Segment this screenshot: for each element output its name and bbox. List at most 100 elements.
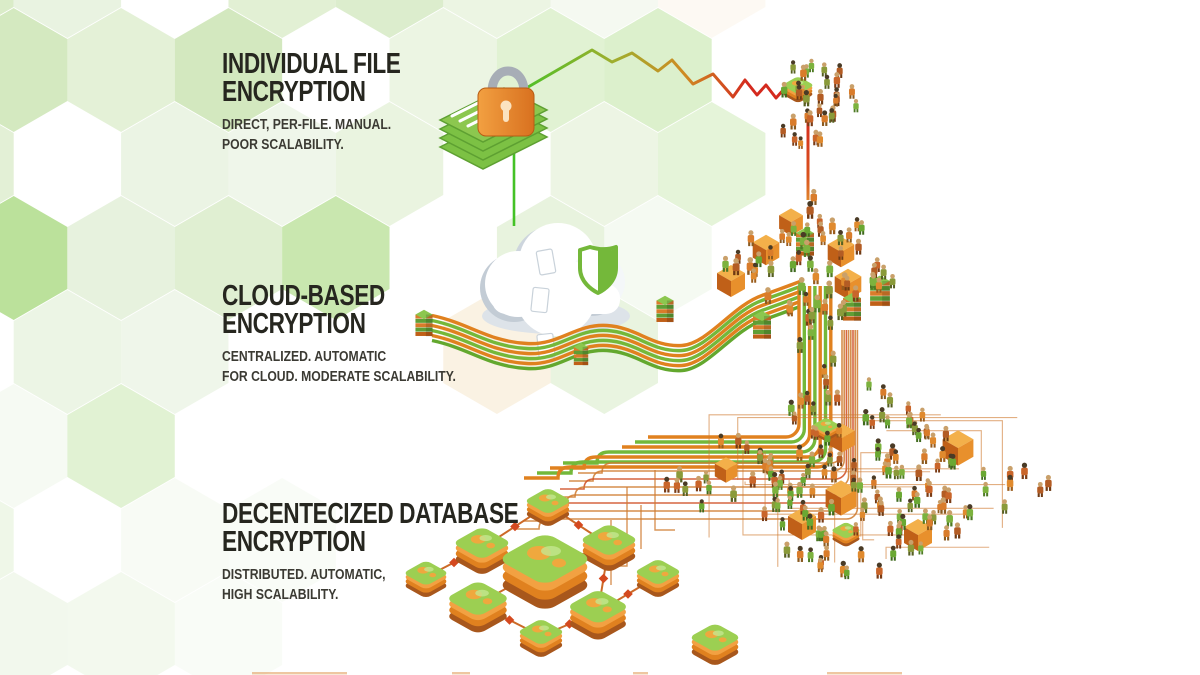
database-network-icon: [405, 489, 739, 665]
person-icon: [858, 220, 865, 235]
person-icon: [834, 389, 841, 406]
person-icon: [833, 72, 841, 88]
person-icon: [1001, 499, 1008, 514]
person-icon: [823, 531, 830, 547]
data-cube-icon: [904, 519, 932, 551]
person-icon: [892, 449, 899, 464]
wave-data-stripes: [431, 279, 801, 373]
person-icon: [823, 545, 830, 561]
person-icon: [838, 246, 844, 260]
section-description: CENTRALIZED. AUTOMATIC FOR CLOUD. MODERA…: [222, 347, 456, 387]
padlock-files-icon: [438, 66, 549, 170]
person-icon: [807, 324, 814, 340]
database-node-icon: [636, 560, 680, 597]
person-icon: [924, 425, 930, 440]
person-icon: [886, 392, 894, 408]
person-icon: [1037, 481, 1044, 498]
title-line: DECENTECIZED DATABASE: [222, 498, 519, 530]
person-icon: [837, 303, 844, 321]
person-icon: [791, 132, 798, 146]
person-icon: [795, 250, 802, 266]
person-icon: [804, 390, 811, 405]
title-line: INDIVIDUAL FILE: [222, 48, 401, 80]
person-icon: [837, 230, 844, 246]
title-line: ENCRYPTION: [222, 526, 366, 558]
person-icon: [810, 401, 817, 416]
top-crowd: [780, 58, 859, 149]
person-icon: [1045, 474, 1052, 491]
person-icon: [796, 545, 804, 562]
person-icon: [945, 487, 952, 504]
person-icon: [921, 448, 928, 464]
person-icon: [827, 452, 833, 467]
person-icon: [848, 84, 855, 99]
person-icon: [829, 350, 837, 367]
person-icon: [804, 222, 811, 237]
person-icon: [934, 458, 941, 473]
person-icon: [824, 74, 830, 89]
desc-line: HIGH SCALABILITY.: [222, 587, 339, 603]
desc-line: DIRECT, PER-FILE. MANUAL.: [222, 117, 392, 133]
cloud-shield-icon: [480, 223, 630, 360]
person-icon: [757, 449, 763, 465]
person-icon: [767, 260, 775, 278]
person-icon: [764, 287, 772, 305]
person-icon: [722, 255, 729, 272]
person-icon: [761, 506, 768, 522]
person-icon: [875, 277, 882, 293]
database-node-icon: [519, 620, 563, 657]
person-icon: [914, 492, 921, 508]
person-icon: [980, 466, 987, 480]
person-icon: [803, 291, 809, 306]
person-icon: [802, 505, 809, 521]
person-icon: [889, 273, 896, 289]
person-icon: [803, 90, 810, 107]
person-icon: [824, 389, 832, 406]
person-icon: [812, 268, 820, 285]
person-icon: [937, 499, 943, 514]
person-icon: [791, 411, 798, 425]
person-icon: [906, 412, 913, 429]
person-icon: [943, 525, 950, 541]
person-icon: [777, 475, 783, 490]
person-icon: [850, 477, 857, 492]
person-icon: [797, 392, 805, 409]
person-icon: [817, 89, 824, 105]
person-icon: [870, 273, 877, 290]
person-icon: [853, 99, 859, 113]
person-icon: [844, 275, 851, 291]
person-icon: [779, 229, 786, 244]
person-icon: [866, 377, 872, 391]
person-icon: [673, 477, 681, 493]
middle-crowd: [722, 188, 896, 330]
person-icon: [796, 444, 803, 461]
database-node-icon: [832, 522, 860, 547]
section-cloud-based-label: CLOUD-BASED ENCRYPTION CENTRALIZED. AUTO…: [222, 282, 500, 387]
section-title: INDIVIDUAL FILE ENCRYPTION: [222, 48, 401, 107]
person-icon: [823, 374, 830, 389]
person-icon: [869, 415, 876, 429]
person-icon: [833, 93, 839, 107]
person-icon: [825, 280, 833, 299]
person-icon: [808, 451, 816, 468]
person-icon: [817, 507, 825, 523]
section-description: DISTRIBUTED. AUTOMATIC, HIGH SCALABILITY…: [222, 565, 541, 605]
person-icon: [877, 500, 885, 516]
person-icon: [816, 103, 823, 118]
person-icon: [982, 481, 989, 497]
person-icon: [828, 217, 836, 235]
person-icon: [755, 251, 762, 268]
person-icon: [895, 534, 902, 549]
person-icon: [966, 504, 974, 521]
desc-line: CENTRALIZED. AUTOMATIC: [222, 349, 387, 365]
person-icon: [826, 260, 834, 278]
person-icon: [783, 541, 791, 558]
person-icon: [926, 514, 933, 531]
person-icon: [1021, 462, 1028, 480]
person-icon: [890, 545, 897, 561]
section-title: DECENTECIZED DATABASE ENCRYPTION: [222, 498, 519, 558]
person-icon: [861, 497, 868, 514]
person-icon: [885, 461, 892, 479]
person-icon: [853, 522, 859, 536]
vertical-stripes-and-fan-lines: [515, 286, 859, 585]
